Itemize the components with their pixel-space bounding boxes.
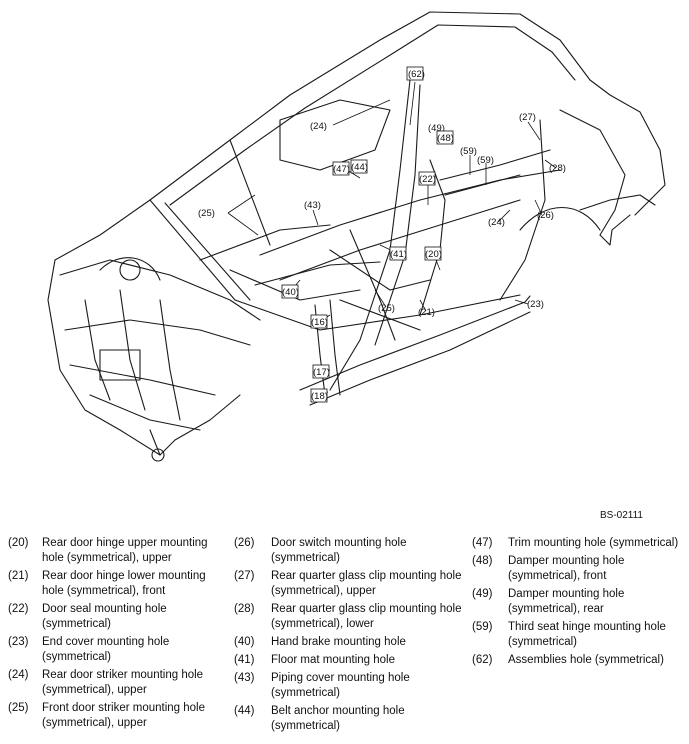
legend-item: (40) Hand brake mounting hole: [234, 635, 464, 650]
legend-item: (49) Damper mounting hole (symmetrical), …: [472, 587, 689, 617]
legend-item: (25) Front door striker mounting hole (sy…: [8, 701, 228, 731]
legend-number: (26): [234, 537, 255, 549]
legend-item: (24) Rear door striker mounting hole (sym…: [8, 668, 228, 698]
legend-text: Piping cover mounting hole (symmetrical): [271, 672, 410, 699]
callout-59-b: (59): [477, 155, 494, 166]
legend-text: Rear door striker mounting hole (symmetr…: [42, 669, 204, 696]
legend-text: Damper mounting hole (symmetrical), rear: [508, 588, 625, 615]
car-body-outline: [47, 11, 666, 462]
legend-number: (22): [8, 603, 29, 615]
legend-column-3: (47) Trim mounting hole (symmetrical) (48…: [472, 536, 689, 671]
callout-21: (21): [418, 307, 435, 318]
legend-item: (48) Damper mounting hole (symmetrical), …: [472, 554, 689, 584]
legend-text: Door switch mounting hole (symmetrical): [271, 537, 407, 564]
callout-17: (17): [313, 367, 330, 378]
legend-number: (44): [234, 705, 255, 717]
legend-number: (49): [472, 588, 493, 600]
legend-item: (62) Assemblies hole (symmetrical): [472, 653, 689, 668]
callout-23: (23): [527, 299, 544, 310]
legend-number: (25): [8, 702, 29, 714]
callout-22: (22): [419, 174, 436, 185]
callout-25-a: (25): [198, 208, 215, 219]
legend-text: Door seal mounting hole (symmetrical): [42, 603, 167, 630]
legend-number: (21): [8, 570, 29, 582]
legend-item: (43) Piping cover mounting hole (symmetri…: [234, 671, 464, 701]
legend-text: Hand brake mounting hole: [271, 636, 406, 648]
legend-text: Third seat hinge mounting hole (symmetri…: [508, 621, 666, 648]
legend-column-1: (20) Rear door hinge upper mounting hole …: [8, 536, 228, 734]
callout-44: (44): [351, 162, 368, 173]
legend-item: (23) End cover mounting hole (symmetrical…: [8, 635, 228, 665]
legend-text: Rear door hinge upper mounting hole (sym…: [42, 537, 208, 564]
callout-24-b: (24): [488, 217, 505, 228]
callout-27: (27): [519, 112, 536, 123]
legend-number: (40): [234, 636, 255, 648]
callout-labels: (24) (62) (47) (44) (49) (48) (25) (43) …: [198, 66, 566, 403]
legend-text: Damper mounting hole (symmetrical), fron…: [508, 555, 625, 582]
legend-item: (20) Rear door hinge upper mounting hole …: [8, 536, 228, 566]
legend-text: Floor mat mounting hole: [271, 654, 396, 666]
car-body-diagram: (24) (62) (47) (44) (49) (48) (25) (43) …: [47, 11, 666, 462]
legend-number: (28): [234, 603, 255, 615]
callout-24-a: (24): [310, 121, 327, 132]
legend-item: (27) Rear quarter glass clip mounting hol…: [234, 569, 464, 599]
callout-62: (62): [408, 69, 425, 80]
legend-item: (22) Door seal mounting hole (symmetrical…: [8, 602, 228, 632]
legend-item: (47) Trim mounting hole (symmetrical): [472, 536, 689, 551]
callout-48: (48): [437, 133, 454, 144]
legend-text: Trim mounting hole (symmetrical): [508, 537, 679, 549]
legend-number: (59): [472, 621, 493, 633]
legend-number: (62): [472, 654, 493, 666]
legend-text: Assemblies hole (symmetrical): [508, 654, 664, 666]
legend-item: (44) Belt anchor mounting hole (symmetric…: [234, 704, 464, 734]
callout-20: (20): [425, 249, 442, 260]
legend-number: (27): [234, 570, 255, 582]
legend-item: (28) Rear quarter glass clip mounting hol…: [234, 602, 464, 632]
callout-59-a: (59): [460, 146, 477, 157]
legend-text: Belt anchor mounting hole (symmetrical): [271, 705, 405, 732]
legend-item: (41) Floor mat mounting hole: [234, 653, 464, 668]
legend-text: Rear quarter glass clip mounting hole (s…: [271, 603, 462, 630]
legend-item: (59) Third seat hinge mounting hole (symm…: [472, 620, 689, 650]
legend-text: End cover mounting hole (symmetrical): [42, 636, 170, 663]
legend-text: Front door striker mounting hole (symmet…: [42, 702, 205, 729]
callout-43: (43): [304, 200, 321, 211]
legend-item: (21) Rear door hinge lower mounting hole …: [8, 569, 228, 599]
callout-25-b: (25): [378, 303, 395, 314]
figure-code: BS-02111: [600, 510, 643, 521]
callout-18: (18): [311, 391, 328, 402]
legend-column-2: (26) Door switch mounting hole (symmetric…: [234, 536, 464, 737]
legend-number: (20): [8, 537, 29, 549]
callout-16: (16): [311, 317, 328, 328]
legend-number: (23): [8, 636, 29, 648]
callout-40: (40): [282, 287, 299, 298]
legend-item: (26) Door switch mounting hole (symmetric…: [234, 536, 464, 566]
legend-number: (41): [234, 654, 255, 666]
callout-26: (26): [537, 210, 554, 221]
callout-41: (41): [390, 249, 407, 260]
legend-text: Rear door hinge lower mounting hole (sym…: [42, 570, 206, 597]
legend-number: (43): [234, 672, 255, 684]
legend-number: (47): [472, 537, 493, 549]
legend-text: Rear quarter glass clip mounting hole (s…: [271, 570, 462, 597]
callout-28: (28): [549, 163, 566, 174]
legend-number: (24): [8, 669, 29, 681]
callout-47: (47): [333, 164, 350, 175]
legend-number: (48): [472, 555, 493, 567]
callout-49: (49): [428, 123, 445, 134]
